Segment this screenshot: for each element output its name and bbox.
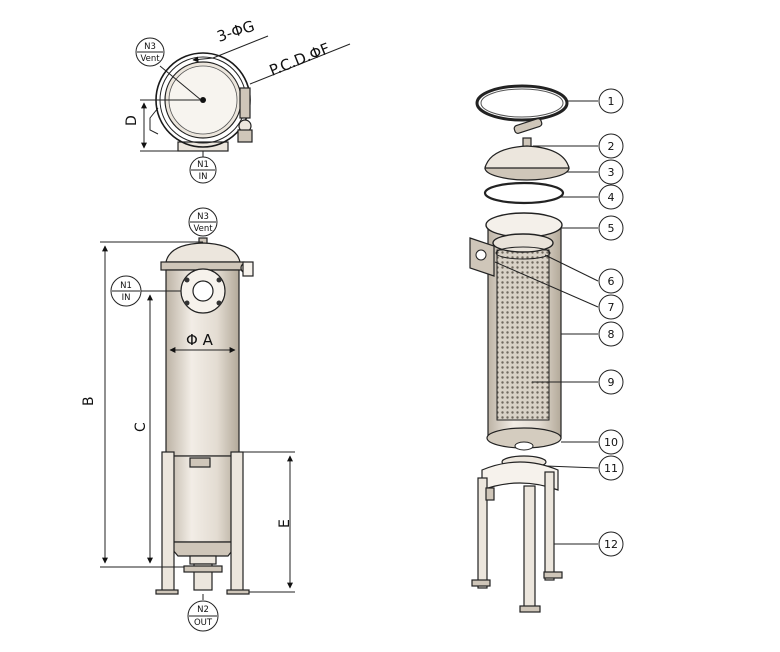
svg-text:N3: N3 (197, 212, 209, 222)
svg-text:4: 4 (608, 191, 615, 204)
holes-leader-line (212, 35, 269, 59)
svg-text:N3: N3 (144, 42, 156, 52)
callout-6: 6 (598, 268, 624, 294)
svg-text:N2: N2 (197, 605, 209, 615)
svg-text:Vent: Vent (140, 54, 160, 64)
part-leg-left (477, 477, 488, 589)
top-view-vent-point (200, 97, 206, 103)
part-lid (484, 145, 570, 169)
svg-text:1: 1 (608, 95, 615, 108)
svg-text:9: 9 (608, 376, 615, 389)
front-view-b-label: B (81, 396, 97, 406)
callout-10: 10 (598, 429, 624, 455)
top-view-d-label: D (124, 115, 140, 126)
front-view-a-label: Φ A (186, 331, 214, 349)
holes-label: 3-ΦG (215, 17, 257, 46)
svg-text:N1: N1 (120, 281, 132, 291)
callout-4: 4 (598, 184, 624, 210)
svg-text:2: 2 (608, 140, 615, 153)
part-clamp-ring (475, 84, 569, 122)
front-view-c-label: C (133, 422, 149, 432)
callout-9: 9 (598, 369, 624, 395)
svg-text:10: 10 (604, 436, 618, 449)
front-view-leg-left (161, 451, 175, 593)
front-view-n2-nozzle-tag: N2 OUT (187, 600, 219, 632)
top-view-clamp-bolt (239, 87, 251, 119)
part-lid-gasket (483, 181, 565, 205)
svg-text:Vent: Vent (193, 224, 213, 234)
front-view-leg-bracket (189, 457, 211, 468)
svg-text:OUT: OUT (194, 618, 213, 628)
svg-text:8: 8 (608, 328, 615, 341)
callout-11: 11 (598, 455, 624, 481)
front-view-n1-nozzle-tag: N1 IN (110, 275, 142, 307)
exploded-view: 1 2 3 4 5 6 7 8 9 10 11 12 (469, 84, 624, 613)
svg-text:IN: IN (122, 293, 131, 303)
svg-text:7: 7 (608, 301, 615, 314)
callout-8: 8 (598, 321, 624, 347)
svg-text:IN: IN (199, 172, 208, 182)
callout-7: 7 (598, 294, 624, 320)
front-view-bottom-cone (164, 541, 241, 557)
part-clamp-bolt (513, 118, 543, 134)
front-view-n3-nozzle-tag: N3 Vent (188, 207, 218, 237)
callout-5: 5 (598, 215, 624, 241)
front-view-lid (165, 242, 241, 263)
top-view-n3-nozzle-tag: N3 Vent (135, 37, 165, 67)
svg-text:6: 6 (608, 275, 615, 288)
svg-text:N1: N1 (197, 160, 209, 170)
top-view-n1-nozzle-tag: N1 IN (189, 156, 217, 184)
pcd-leader-line (249, 43, 351, 85)
pcd-label: P.C.D.ΦF (267, 39, 333, 79)
front-view: N3 Vent Φ A B (81, 207, 295, 632)
svg-text:5: 5 (608, 222, 615, 235)
part-leg-front (523, 485, 536, 611)
part-leg-right (544, 471, 555, 581)
part-leg-ring (481, 461, 559, 491)
front-view-e-label: E (277, 519, 293, 528)
top-view: D 3-ΦG P.C.D.ΦF N3 Vent N1 IN (124, 17, 351, 184)
callout-3: 3 (598, 159, 624, 185)
callout-1: 1 (598, 88, 624, 114)
svg-text:11: 11 (604, 462, 618, 475)
part-filter-basket (496, 249, 550, 421)
callout-12: 12 (598, 531, 624, 557)
callout-2: 2 (598, 133, 624, 159)
svg-text:12: 12 (604, 538, 618, 551)
front-view-leg-right (230, 451, 244, 593)
svg-text:3: 3 (608, 166, 615, 179)
